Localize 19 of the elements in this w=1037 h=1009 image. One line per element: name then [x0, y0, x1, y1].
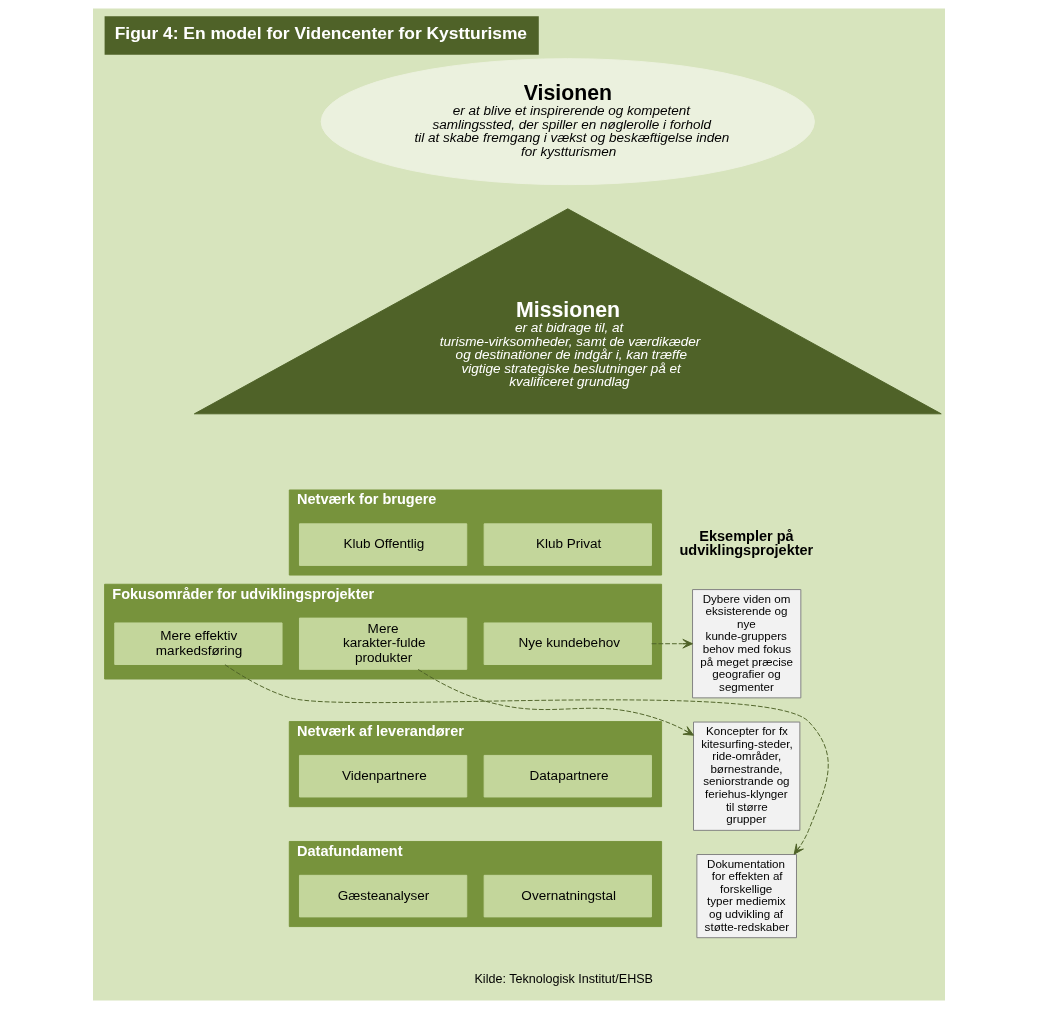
node-box: Mere karakter-fulde produkter: [298, 617, 467, 670]
arrow: [417, 668, 694, 736]
node-box: Nye kundebehov: [483, 622, 652, 665]
node-box: Dybere viden om eksisterende og nye kunde-gruppers behov med fokus på meget præcise geografier og segmenter: [691, 589, 801, 699]
node-box: Mere effektiv markedsføring: [113, 622, 283, 665]
diagram-title: Figur 4: En model for Videncenter for Kystturisme: [114, 22, 527, 43]
node-box: Videnpartnere: [298, 754, 467, 798]
node-box: Overnatningstal: [483, 874, 652, 918]
node-ellipse: Visionen er at blive et inspirerende og kompetent samlingssted, der spiller en nøglerolle i forhold til at skabe fremgang i vækst og beskæftigelse inden for kystturismen: [320, 58, 815, 186]
node-box: Klub Offentlig: [298, 523, 467, 566]
node-box: Datapartnere: [483, 754, 652, 798]
label: Eksempler på udviklingsprojekter: [678, 527, 813, 559]
caption: Kilde: Teknologisk Institut/EHSB: [473, 971, 653, 986]
node-box: Dokumentation for effekten af forskellige typer mediemix og udvikling af støtte-redskaber: [695, 854, 797, 939]
node-box: Klub Privat: [483, 523, 652, 566]
arrow: [650, 638, 693, 649]
node-box: Gæsteanalyser: [298, 874, 467, 918]
node-box: Koncepter for fx kitesurfing-steder, ride-områder, børnestrande, seniorstrande og feriehus-klynger til større grupper: [692, 721, 800, 831]
arrow: [224, 664, 829, 855]
